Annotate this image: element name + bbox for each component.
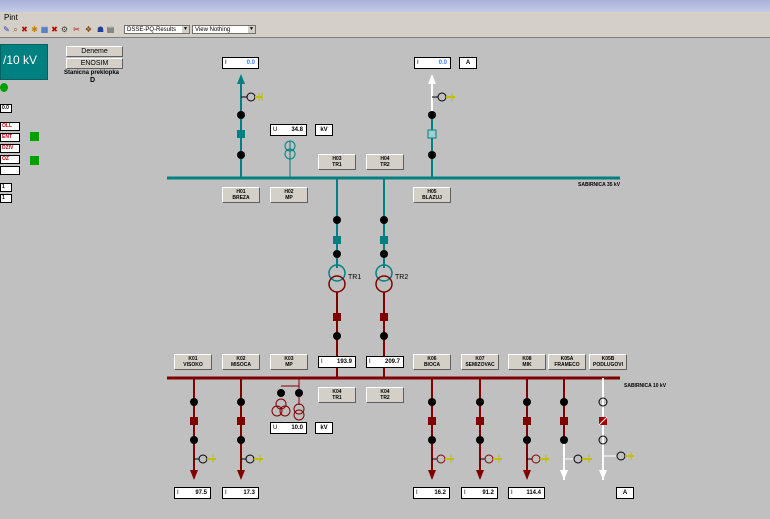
unit-label-a-bottom: A [616, 487, 634, 499]
layers-icon[interactable]: ▦ [40, 25, 49, 34]
close-icon[interactable]: ✖ [21, 25, 28, 34]
tools-icon[interactable]: ✱ [31, 25, 38, 34]
feeder-10-k05b [598, 378, 634, 480]
delete-icon[interactable]: ✖ [51, 25, 58, 34]
transformer-label-tr1: TR1 [348, 274, 362, 281]
status-label-5 [0, 166, 20, 175]
small-box: 1 [0, 183, 12, 192]
enosim-button[interactable]: ENOSIM [66, 58, 123, 69]
toolbar: ✎ ⌕ ✖ ✱ ▦ ✖ ⚙ ✂ ❖ ☗ ▤ DSSE-PQ-Results ▼ … [0, 23, 770, 38]
bus-10kv-label: SABIRNICA 10 kV [624, 383, 667, 389]
transformer-bay-tr1 [328, 178, 346, 378]
feeder-10-k02 [237, 378, 263, 480]
menu-bar: Pint [0, 12, 770, 23]
feeder-10-k06 [428, 378, 454, 480]
small-box: 1 [0, 194, 12, 203]
voltage-transformer-35 [284, 140, 296, 178]
feeder-10-k01 [190, 378, 216, 480]
status-indicator [0, 83, 8, 92]
voltage-transformer-10 [271, 378, 305, 421]
status-label-4: OZ [0, 155, 20, 164]
feeder-35-left [237, 74, 263, 178]
status-square [30, 156, 39, 165]
user-icon[interactable]: ☗ [96, 25, 105, 34]
switch-caption: Stanicna preklopka [64, 70, 120, 76]
status-square [30, 132, 39, 141]
search-icon[interactable]: ⌕ [13, 25, 18, 34]
run-icon[interactable]: ❖ [84, 25, 93, 34]
view-dropdown[interactable]: View Nothing ▼ [192, 25, 256, 34]
settings-icon[interactable]: ⚙ [60, 25, 69, 34]
results-dropdown[interactable]: DSSE-PQ-Results ▼ [124, 25, 190, 34]
status-label-2: ENT [0, 133, 20, 142]
switch-letter: D [90, 77, 96, 84]
deneme-button[interactable]: Deneme [66, 46, 123, 57]
feeder-10-k07 [476, 378, 502, 480]
status-label-1: OLL [0, 122, 20, 131]
menu-item-print[interactable]: Pint [4, 13, 18, 22]
feeder-35-right [427, 74, 455, 178]
unit-label-kv-10: kV [315, 422, 333, 434]
transformer-label-tr2: TR2 [395, 274, 409, 281]
bus-35kv-label: SABIRNICA 35 kV [578, 182, 621, 188]
pointer-icon[interactable]: ✎ [3, 25, 10, 34]
transformer-bay-tr2 [375, 178, 393, 378]
chevron-down-icon: ▼ [182, 26, 189, 33]
unit-label-kv: kV [315, 124, 333, 136]
status-label-3: DZIV [0, 144, 20, 153]
chevron-down-icon: ▼ [248, 26, 255, 33]
value-box: 0.0 [0, 104, 12, 113]
print-icon[interactable]: ▤ [106, 25, 115, 34]
unit-label-a: A [459, 57, 477, 69]
cut-icon[interactable]: ✂ [73, 25, 80, 34]
voltage-level-panel: /10 kV [0, 44, 48, 80]
window-title-bar [0, 0, 770, 12]
feeder-10-k05a [560, 378, 592, 480]
feeder-10-k08 [523, 378, 549, 480]
